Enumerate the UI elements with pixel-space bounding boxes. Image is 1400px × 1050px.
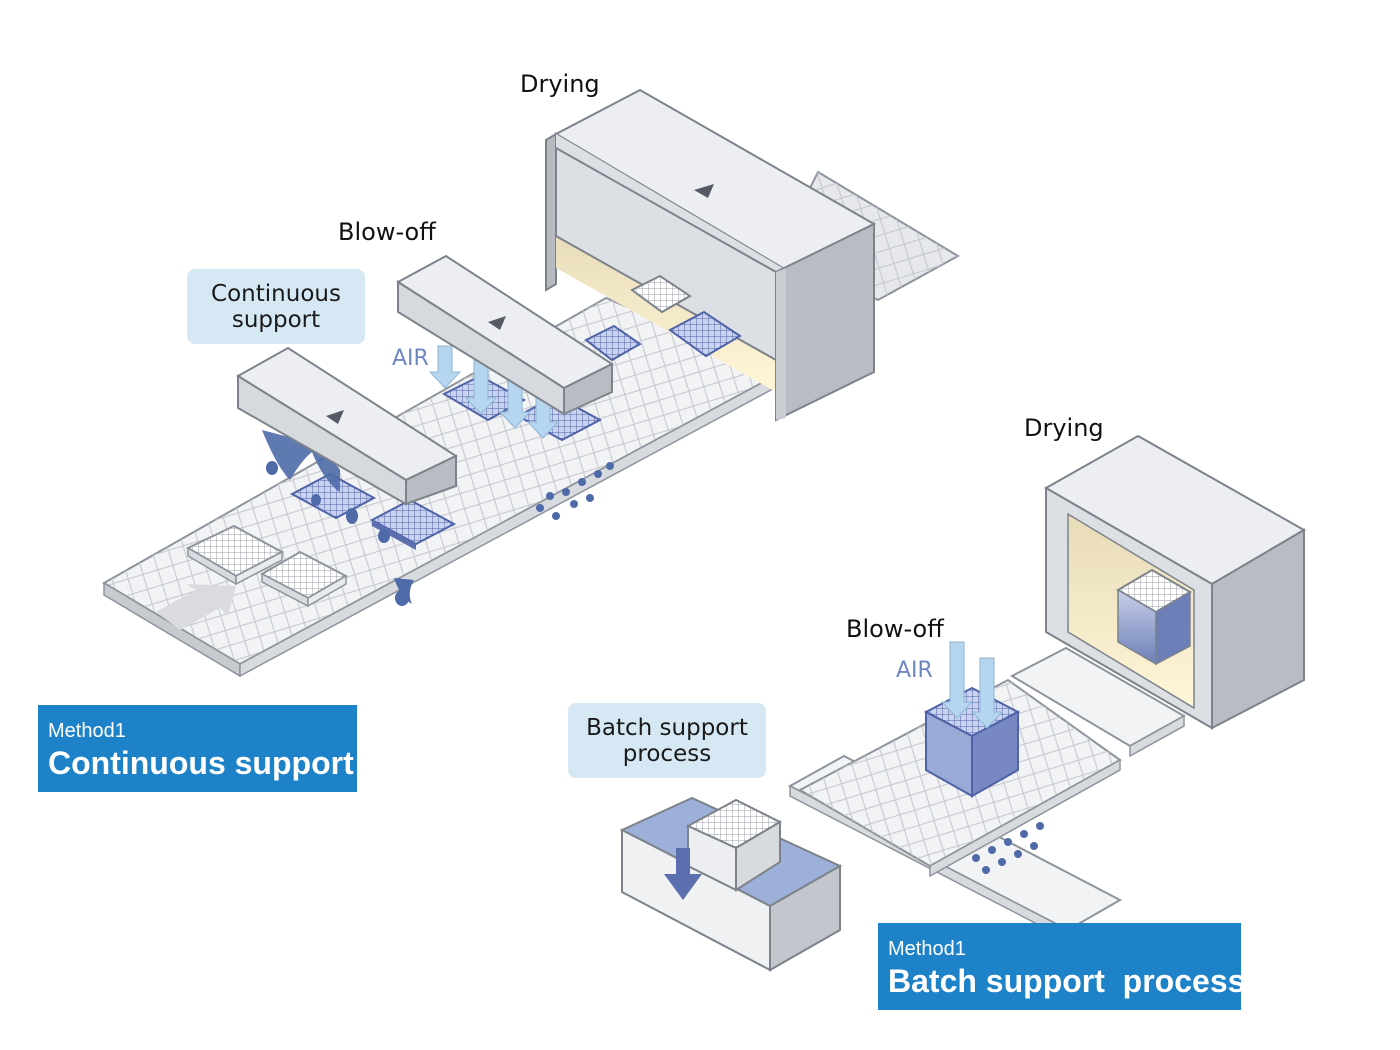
bubble-batch-line2: process: [622, 740, 712, 767]
drying-oven: [1043, 434, 1307, 730]
bubble-continuous-line2: support: [231, 306, 321, 333]
drying-tunnel: [545, 88, 877, 422]
immersion-tank: [619, 796, 843, 972]
method-continuous-small: Method1: [48, 720, 126, 742]
feed-direction-arrow: [156, 584, 236, 630]
method-batch-small: Method1: [888, 938, 966, 960]
method-continuous-box: Method1 Continuous support: [38, 705, 357, 792]
method-batch-box: Method1 Batch support process: [878, 923, 1246, 1010]
plates-unprocessed: [185, 524, 349, 608]
dripping-liquid: [262, 430, 414, 606]
water-drops-batch: [972, 822, 1044, 874]
blowoff-machine-continuous: [396, 254, 615, 416]
label-drying-continuous: Drying: [520, 70, 600, 98]
wet-part-cube: [923, 686, 1021, 798]
continuous-support-machine: [236, 346, 459, 506]
bubble-continuous-support: Continuous support: [187, 269, 365, 344]
label-blowoff-continuous: Blow-off: [338, 218, 436, 246]
water-drops-continuous: [536, 462, 614, 520]
bubble-batch-support: Batch support process: [568, 703, 766, 778]
bubble-continuous-line1: Continuous: [211, 280, 341, 307]
method-continuous-title: Continuous support: [48, 745, 354, 781]
label-air-continuous: AIR: [392, 346, 429, 371]
air-arrows-batch: [940, 641, 1004, 729]
label-air-batch: AIR: [896, 658, 933, 683]
method-batch-title: Batch support process: [888, 963, 1246, 999]
bubble-batch-line1: Batch support: [586, 714, 748, 741]
label-blowoff-batch: Blow-off: [846, 615, 944, 643]
label-drying-batch: Drying: [1024, 414, 1104, 442]
